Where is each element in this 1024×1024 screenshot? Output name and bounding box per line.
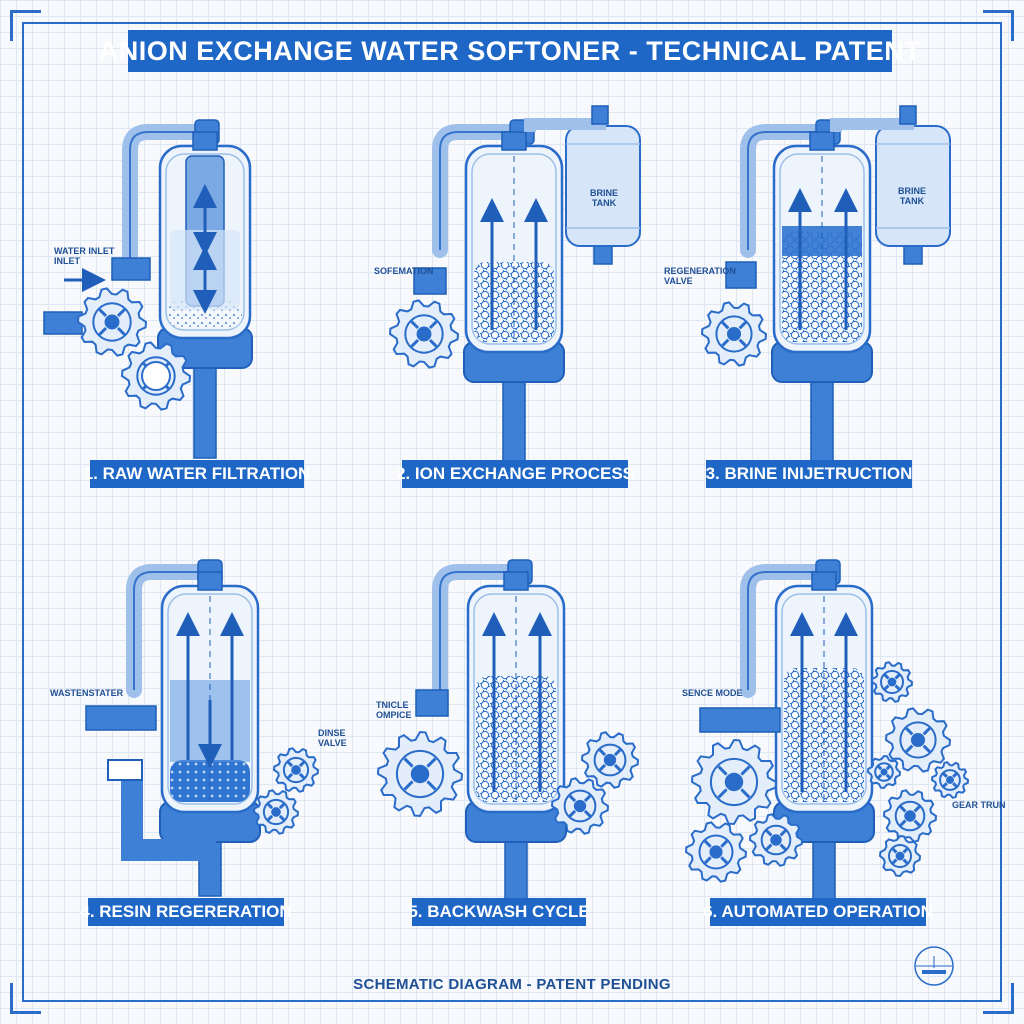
diagram-title: ANION EXCHANGE WATER SOFTONER - TECHNICA…: [99, 30, 921, 72]
outlet-pipe: [502, 379, 526, 469]
brine-cap: [899, 105, 917, 125]
resin-bed: [784, 668, 864, 802]
gear-icon: [930, 761, 970, 799]
gear-icon: [870, 661, 914, 703]
brine-tank: [565, 125, 641, 265]
sence-mode-label: SENCE MODE: [682, 688, 743, 698]
gear-icon: [748, 813, 804, 867]
side-port: [43, 311, 83, 335]
outlet-pipe: [193, 365, 217, 459]
outlet-pipe: [504, 839, 528, 901]
panel-label-4: 4. RESIN REGERERATION: [80, 898, 292, 926]
corner-mark: [983, 10, 1014, 41]
gear-icon: [700, 301, 768, 367]
corner-mark: [10, 10, 41, 41]
waste-pipe: [85, 705, 157, 731]
corner-mark: [983, 983, 1014, 1014]
gear-icon: [76, 287, 148, 357]
valve-body: [413, 267, 447, 295]
tank-cap: [197, 571, 223, 591]
panel-label-3: 3. BRINE INIJETRUCTION: [706, 460, 912, 488]
sofemation-label: SOFEMATION: [374, 266, 434, 276]
water-inlet-label: WATER INLET INLET: [54, 246, 115, 266]
brine-pipe: [524, 112, 606, 132]
tank-cap: [809, 131, 835, 151]
corner-mark: [10, 983, 41, 1014]
flow-meter: [107, 759, 143, 781]
tank-cap: [811, 571, 837, 591]
blueprint-frame: [22, 22, 1002, 1002]
tnicle-ompice-label: TNICLE OMPICE: [376, 700, 412, 720]
resin-bed: [170, 760, 250, 802]
brine-pipe: [830, 112, 914, 132]
brine-tank-label: BRINE TANK: [898, 186, 927, 206]
tank-cap: [192, 131, 218, 151]
gear-icon: [376, 730, 464, 818]
tank-cap: [501, 131, 527, 151]
brine-tank: [875, 125, 951, 265]
panel-label-6: 6. AUTOMATED OPERATION: [703, 898, 933, 926]
gear-icon: [388, 299, 460, 369]
gear-icon: [882, 789, 938, 843]
gear-icon: [550, 777, 610, 835]
valve-body: [415, 689, 449, 717]
valve-body: [725, 261, 757, 289]
gear-trun-label: GEAR TRUN: [952, 800, 1006, 810]
panel-label-1: 1. RAW WATER FILTRATION: [84, 460, 310, 488]
outlet-pipe: [810, 379, 834, 469]
panel-label-5: 5. BACKWASH CYCLE: [408, 898, 590, 926]
compass-icon: [914, 946, 954, 986]
dinse-valve-label: DINSE VALVE: [318, 728, 347, 748]
footer-note: SCHEMATIC DIAGRAM - PATENT PENDING: [353, 976, 671, 993]
outlet-pipe: [812, 839, 836, 901]
gear-icon: [272, 747, 320, 793]
drain-pipe: [121, 780, 216, 861]
regeneration-valve-label: REGENERATION VALVE: [664, 266, 736, 286]
service-pipe: [699, 707, 781, 733]
resin-bed: [782, 232, 862, 342]
tank-cap: [503, 571, 529, 591]
brine-cap: [591, 105, 609, 125]
gear-icon: [866, 754, 902, 790]
gear-hub: [141, 361, 171, 391]
wastenstater-label: WASTENSTATER: [50, 688, 124, 698]
gear-icon: [884, 707, 952, 773]
panel-label-2: 2. ION EXCHANGE PROCESS: [396, 460, 634, 488]
gear-icon: [252, 789, 300, 835]
gear-icon: [878, 834, 922, 878]
brine-tank-label: BRINE TANK: [590, 188, 619, 208]
brine-layer: [782, 226, 862, 256]
gear-icon: [580, 731, 640, 789]
valve-body: [111, 257, 151, 281]
gear-icon: [684, 821, 748, 883]
gear-icon: [690, 738, 778, 826]
